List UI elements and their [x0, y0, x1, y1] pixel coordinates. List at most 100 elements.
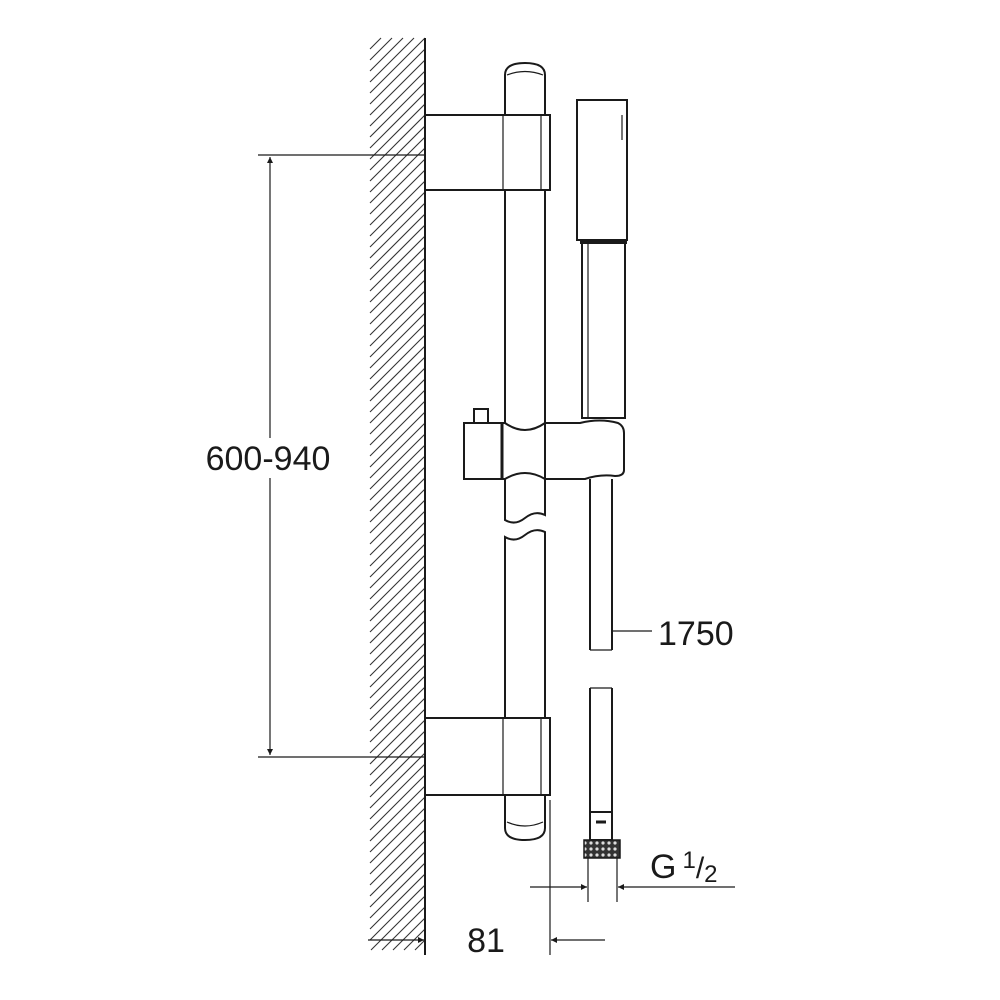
hatch-line — [369, 367, 426, 424]
hatch-line — [369, 169, 426, 226]
hatch-line — [369, 565, 426, 622]
hatch-line — [369, 213, 426, 270]
shower-holder — [463, 408, 625, 480]
hatch-line — [369, 378, 426, 435]
hatch-line — [369, 323, 426, 380]
hatch-line — [369, 246, 426, 303]
wall-offset-dimension: 81 — [368, 800, 605, 960]
hatch-line — [392, 917, 426, 951]
hatch-line — [369, 224, 426, 281]
hatch-line — [381, 906, 426, 951]
hand-shower — [576, 99, 628, 419]
hatch-line — [369, 785, 426, 842]
hatch-line — [369, 664, 426, 721]
hatch-line — [369, 59, 426, 116]
hatch-line — [369, 774, 426, 831]
hatch-line — [369, 70, 426, 127]
shower-hose — [583, 479, 621, 859]
hatch-line — [369, 818, 426, 875]
hatch-line — [369, 334, 426, 391]
hatch-line — [369, 191, 426, 248]
hatch-line — [369, 532, 426, 589]
hatch-line — [369, 433, 426, 490]
wall-hatching — [369, 37, 426, 951]
hatch-line — [369, 268, 426, 325]
hatch-line — [369, 873, 426, 930]
hatch-line — [369, 686, 426, 743]
hatch-line — [369, 290, 426, 347]
hatch-line — [369, 389, 426, 446]
hatch-line — [369, 543, 426, 600]
bracket-spacing-dimension: 600-940 — [195, 154, 425, 758]
hatch-line — [369, 48, 426, 105]
hose-length-label: 1750 — [658, 615, 734, 653]
hatch-line — [369, 180, 426, 237]
hatch-line — [369, 554, 426, 611]
hatch-line — [369, 400, 426, 457]
hatch-line — [369, 587, 426, 644]
hatch-line — [369, 37, 393, 61]
bracket-spacing-label: 600-940 — [206, 440, 331, 478]
hatch-line — [369, 312, 426, 369]
hatch-line — [369, 136, 426, 193]
hatch-line — [369, 807, 426, 864]
hatch-line — [369, 114, 426, 171]
top-wall-bracket — [424, 114, 551, 191]
hatch-line — [369, 719, 426, 776]
hatch-line — [369, 796, 426, 853]
hatch-line — [369, 642, 426, 699]
hatch-line — [369, 37, 382, 50]
hatch-line — [369, 653, 426, 710]
bottom-wall-bracket — [424, 717, 551, 796]
hatch-line — [369, 708, 426, 765]
hatch-line — [369, 455, 426, 512]
hatch-line — [369, 598, 426, 655]
hatch-line — [369, 411, 426, 468]
hatch-line — [369, 92, 426, 149]
hatch-line — [369, 499, 426, 556]
hatch-line — [369, 279, 426, 336]
hatch-line — [369, 884, 426, 941]
hatch-line — [369, 37, 426, 94]
hatch-line — [369, 675, 426, 732]
hatch-line — [369, 81, 426, 138]
hatch-line — [369, 752, 426, 809]
hatch-line — [369, 576, 426, 633]
hatch-line — [369, 466, 426, 523]
hatch-line — [369, 356, 426, 413]
hatch-line — [369, 301, 426, 358]
hatch-line — [369, 510, 426, 567]
hatch-line — [369, 488, 426, 545]
hatch-line — [369, 697, 426, 754]
hatch-line — [414, 939, 426, 951]
hatch-line — [369, 840, 426, 897]
hatch-line — [369, 631, 426, 688]
hatch-line — [369, 422, 426, 479]
hatch-line — [369, 829, 426, 886]
hatch-line — [369, 125, 426, 182]
hatch-line — [369, 444, 426, 501]
hatch-line — [369, 37, 404, 72]
hatch-line — [369, 862, 426, 919]
wall-offset-label: 81 — [467, 922, 505, 960]
hatch-line — [369, 609, 426, 666]
hatch-line — [369, 103, 426, 160]
hatch-line — [369, 851, 426, 908]
hatch-line — [369, 257, 426, 314]
hatch-line — [369, 345, 426, 402]
hatch-line — [369, 147, 426, 204]
hatch-line — [369, 741, 426, 798]
hatch-line — [369, 202, 426, 259]
hatch-line — [369, 730, 426, 787]
hose-length-dimension: 1750 — [612, 615, 734, 653]
hatch-line — [369, 521, 426, 578]
hose-nut — [583, 839, 621, 859]
hatch-line — [369, 158, 426, 215]
hatch-line — [369, 763, 426, 820]
hatch-line — [369, 37, 415, 83]
hatch-line — [369, 477, 426, 534]
hatch-line — [369, 235, 426, 292]
